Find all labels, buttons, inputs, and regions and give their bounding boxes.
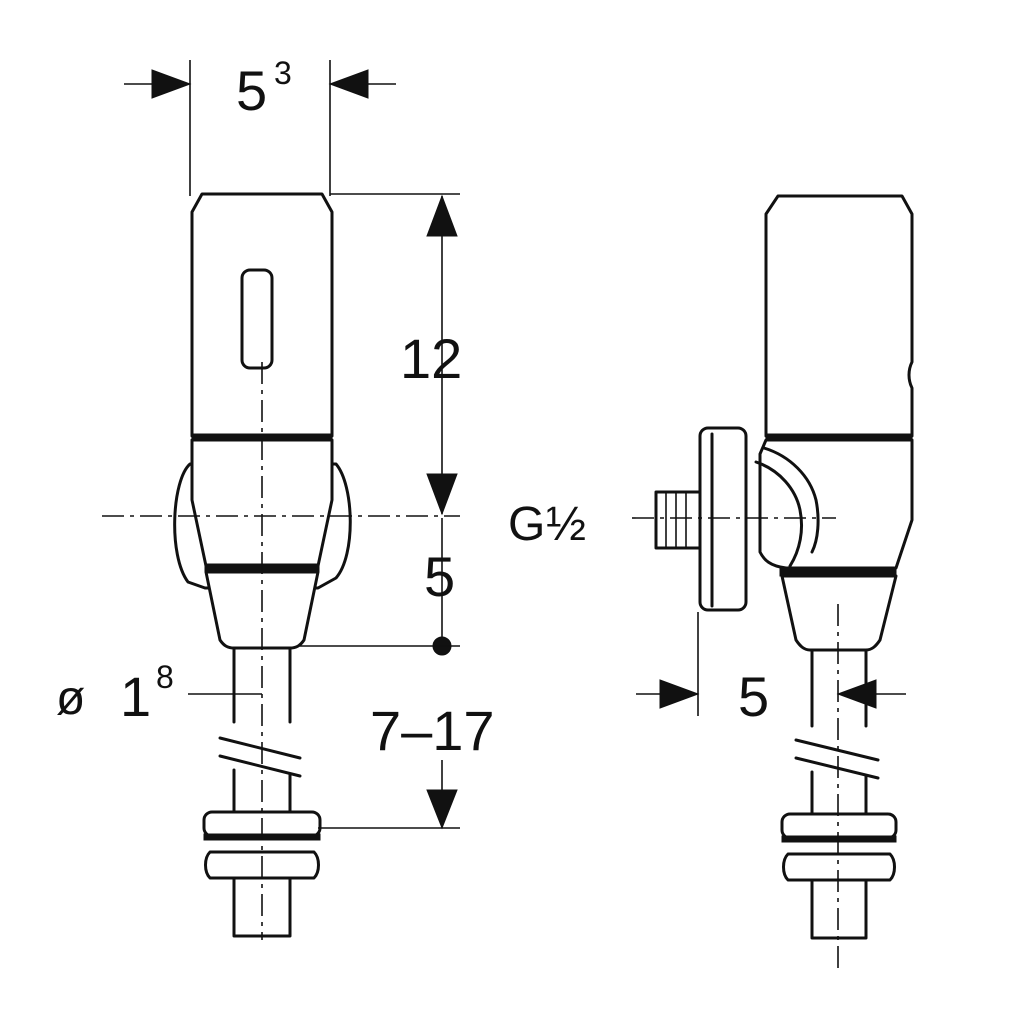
side-tail <box>810 878 868 940</box>
side-thread-stub <box>654 490 702 550</box>
side-break-line-1 <box>794 738 880 762</box>
dim-top-width: 5 3 <box>124 55 396 196</box>
side-neck-curve-1 <box>762 446 820 554</box>
side-flange-outer <box>698 426 748 612</box>
front-view <box>102 192 460 940</box>
front-wing-plate <box>173 462 352 590</box>
dim-pipe-diameter-base: 1 <box>120 665 151 728</box>
dim-thread-size: ½ <box>546 498 586 551</box>
dim-offset-lower-label: 5 <box>424 545 455 608</box>
side-outlet <box>780 574 898 652</box>
dim-thread: G ½ <box>508 498 586 551</box>
side-lower-housing <box>758 438 914 570</box>
side-neck-curve-2 <box>754 460 804 568</box>
dim-pipe-diameter: ø 1 8 <box>56 659 262 728</box>
dim-clamp-range-label: 7–17 <box>370 699 495 762</box>
dim-clamp-range: 7–17 <box>318 699 495 830</box>
side-clamp-washer <box>780 812 898 840</box>
side-upper-housing <box>764 194 914 438</box>
sensor-window <box>240 268 274 370</box>
side-clamp-nut <box>782 852 896 882</box>
front-upper-housing <box>190 192 334 438</box>
dim-pipe-diameter-sup: 8 <box>156 659 174 695</box>
dim-height-upper: 12 <box>330 193 462 516</box>
side-view <box>632 194 914 970</box>
dim-side-offset: 5 <box>636 612 906 728</box>
dim-thread-prefix: G <box>508 498 545 551</box>
side-break-line-2 <box>794 756 880 780</box>
dim-top-width-sup: 3 <box>274 55 292 91</box>
dim-pipe-diameter-prefix: ø <box>56 672 85 725</box>
dim-height-upper-label: 12 <box>400 327 462 390</box>
dim-side-offset-label: 5 <box>738 665 769 728</box>
front-break-line-2 <box>218 754 302 778</box>
dim-offset-lower: 5 <box>300 518 460 656</box>
dim-top-width-base: 5 <box>236 59 267 122</box>
side-clamp-band <box>781 835 897 843</box>
front-break-line-1 <box>218 736 302 760</box>
